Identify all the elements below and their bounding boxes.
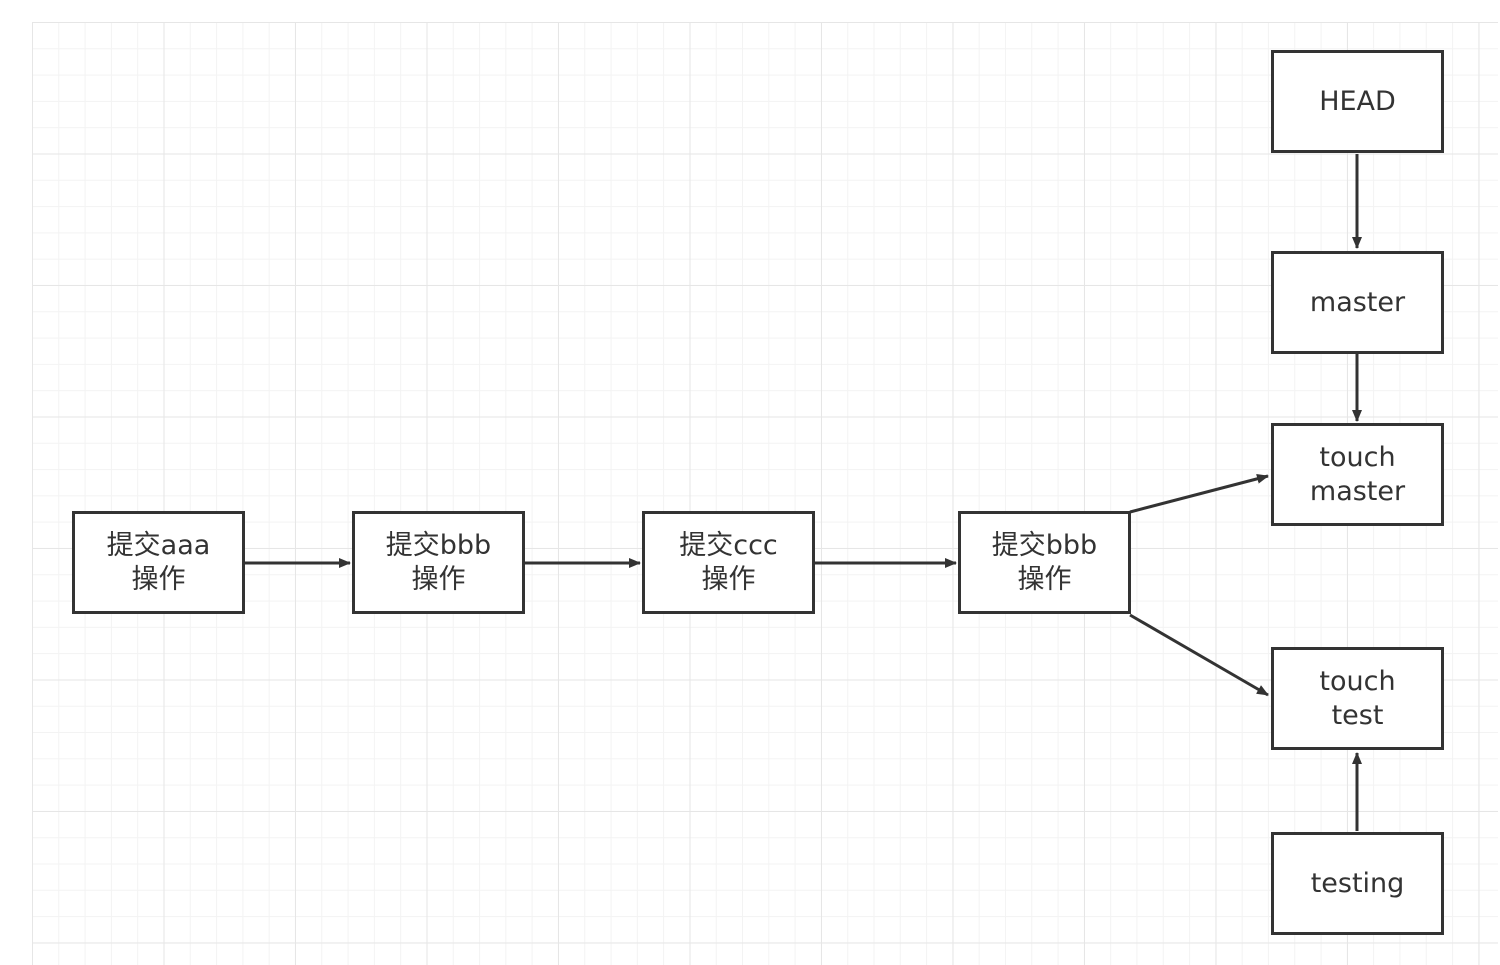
node-label: master bbox=[1309, 286, 1406, 318]
node-commit-bbb-2[interactable]: 提交bbb 操作 bbox=[958, 511, 1131, 614]
node-label: testing bbox=[1310, 867, 1405, 899]
grid-background bbox=[32, 22, 1498, 965]
node-label: 提交bbb 操作 bbox=[991, 529, 1098, 595]
node-testing[interactable]: testing bbox=[1271, 832, 1444, 935]
node-commit-ccc[interactable]: 提交ccc 操作 bbox=[642, 511, 815, 614]
node-touch-master[interactable]: touch master bbox=[1271, 423, 1444, 526]
node-label: touch master bbox=[1309, 441, 1406, 507]
node-label: 提交aaa 操作 bbox=[106, 529, 211, 595]
node-touch-test[interactable]: touch test bbox=[1271, 647, 1444, 750]
node-label: touch test bbox=[1319, 665, 1396, 731]
edge-bbb2-to-touch-master bbox=[1129, 473, 1269, 514]
node-label: HEAD bbox=[1319, 85, 1396, 117]
node-commit-aaa[interactable]: 提交aaa 操作 bbox=[72, 511, 245, 614]
edge-bbb2-to-touch-test bbox=[1129, 613, 1269, 697]
node-commit-bbb-1[interactable]: 提交bbb 操作 bbox=[352, 511, 525, 614]
node-label: 提交bbb 操作 bbox=[385, 529, 492, 595]
node-head[interactable]: HEAD bbox=[1271, 50, 1444, 153]
node-master[interactable]: master bbox=[1271, 251, 1444, 354]
node-label: 提交ccc 操作 bbox=[679, 529, 778, 595]
